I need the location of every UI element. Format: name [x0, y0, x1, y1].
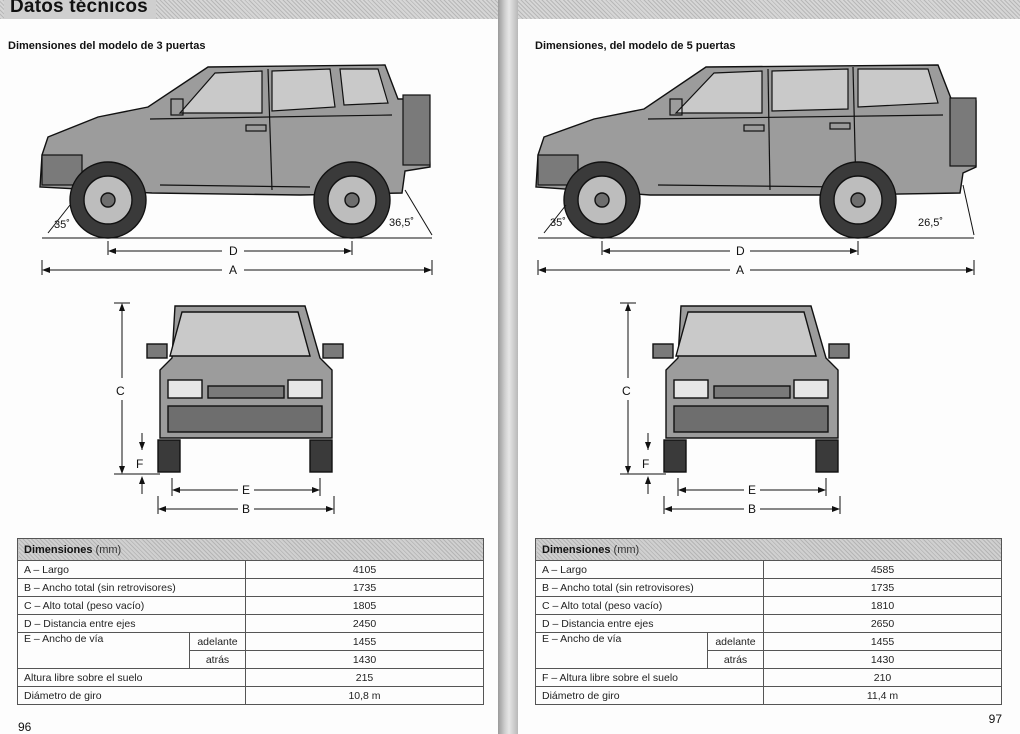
section-title-3-door: Dimensiones del modelo de 3 puertas [8, 40, 206, 52]
dimensions-table-5-door: Dimensiones (mm) A – Largo 4585 B – Anch… [534, 538, 1003, 705]
front-view-3-door-drawing: C F E B [114, 302, 344, 516]
dim-label-b: B [242, 502, 250, 516]
table-row: atrás 1430 [18, 650, 485, 669]
table-row: A – Largo 4585 [535, 560, 1003, 579]
table-header-row: Dimensiones (mm) [534, 538, 1003, 561]
row-label: Diámetro de giro [535, 686, 764, 705]
table-header-unit: (mm) [95, 543, 122, 556]
header-band-right [518, 0, 1020, 19]
row-value: 1455 [762, 632, 1003, 651]
table-header-row: Dimensiones (mm) [16, 538, 485, 561]
row-label: A – Largo [17, 560, 246, 579]
row-value: 215 [244, 668, 485, 687]
left-page: Datos técnicos Dimensiones del modelo de… [0, 0, 498, 734]
row-value: 11,4 m [762, 686, 1003, 705]
table-row: E – Ancho de vía adelante 1455 [17, 632, 485, 669]
right-page: Dimensiones, del modelo de 5 puertas [518, 0, 1020, 734]
row-sublabel: atrás [189, 650, 246, 669]
front-angle-label: 35˚ [550, 217, 566, 229]
table-row: B – Ancho total (sin retrovisores) 1735 [535, 578, 1003, 597]
table-header: Dimensiones (mm) [534, 538, 1003, 561]
table-header-title: Dimensiones [24, 543, 93, 556]
dim-label-d: D [736, 244, 745, 258]
row-value: 4585 [762, 560, 1003, 579]
row-value: 4105 [244, 560, 485, 579]
rear-angle-label: 26,5˚ [918, 217, 943, 229]
front-view-5-door-drawing: C F E B [620, 302, 850, 516]
row-value: 1735 [762, 578, 1003, 597]
header-band: Datos técnicos [0, 0, 498, 19]
row-value: 10,8 m [244, 686, 485, 705]
table-row: C – Alto total (peso vacío) 1810 [535, 596, 1003, 615]
row-sublabel: adelante [707, 632, 764, 651]
dim-label-b: B [748, 502, 756, 516]
table-header-unit: (mm) [613, 543, 640, 556]
rear-angle-label: 36,5˚ [389, 217, 414, 229]
row-label: A – Largo [535, 560, 764, 579]
row-value: 2450 [244, 614, 485, 633]
row-label: D – Distancia entre ejes [535, 614, 764, 633]
row-value: 1455 [244, 632, 485, 651]
dim-label-f: F [136, 457, 143, 471]
table-row: A – Largo 4105 [17, 560, 485, 579]
table-row: Altura libre sobre el suelo 215 [17, 668, 485, 687]
row-label: C – Alto total (peso vacío) [535, 596, 764, 615]
dim-label-f: F [642, 457, 649, 471]
dim-label-c: C [116, 384, 125, 398]
table-row: F – Altura libre sobre el suelo 210 [535, 668, 1003, 687]
dim-label-e: E [748, 483, 756, 497]
row-label: Altura libre sobre el suelo [17, 668, 246, 687]
table-row: D – Distancia entre ejes 2650 [535, 614, 1003, 633]
page-title: Datos técnicos [4, 0, 156, 19]
row-sublabel: adelante [189, 632, 246, 651]
row-label: F – Altura libre sobre el suelo [535, 668, 764, 687]
dim-label-a: A [229, 263, 237, 277]
table-row: E – Ancho de vía adelante 1455 [535, 632, 1003, 669]
table-header-title: Dimensiones [542, 543, 611, 556]
page-number-right: 97 [988, 712, 1002, 726]
row-value: 1810 [762, 596, 1003, 615]
row-label: D – Distancia entre ejes [17, 614, 246, 633]
table-row: B – Ancho total (sin retrovisores) 1735 [17, 578, 485, 597]
row-label: E – Ancho de vía [17, 632, 190, 669]
row-label: C – Alto total (peso vacío) [17, 596, 246, 615]
table-row: Diámetro de giro 11,4 m [535, 686, 1003, 705]
row-label: Diámetro de giro [17, 686, 246, 705]
page-number-left: 96 [18, 720, 32, 734]
row-value: 2650 [762, 614, 1003, 633]
table-row: atrás 1430 [536, 650, 1003, 669]
table-header: Dimensiones (mm) [16, 538, 485, 561]
row-sublabel: atrás [707, 650, 764, 669]
dimensions-table-3-door: Dimensiones (mm) A – Largo 4105 B – Anch… [16, 538, 485, 705]
dim-label-c: C [622, 384, 631, 398]
dim-label-d: D [229, 244, 238, 258]
row-value: 1805 [244, 596, 485, 615]
row-value: 1735 [244, 578, 485, 597]
dim-label-e: E [242, 483, 250, 497]
table-row: C – Alto total (peso vacío) 1805 [17, 596, 485, 615]
row-label: B – Ancho total (sin retrovisores) [535, 578, 764, 597]
front-angle-label: 35˚ [54, 219, 70, 231]
section-title-5-door: Dimensiones, del modelo de 5 puertas [535, 40, 736, 52]
side-view-3-door-drawing: D A 35˚ 36,5˚ [39, 64, 433, 277]
table-row: Diámetro de giro 10,8 m [17, 686, 485, 705]
row-value: 1430 [244, 650, 485, 669]
book-gutter [498, 0, 518, 734]
row-value: 1430 [762, 650, 1003, 669]
side-view-5-door-drawing: D A 35˚ 26,5˚ [535, 64, 977, 277]
table-row: D – Distancia entre ejes 2450 [17, 614, 485, 633]
row-value: 210 [762, 668, 1003, 687]
row-label: E – Ancho de vía [535, 632, 708, 669]
row-label: B – Ancho total (sin retrovisores) [17, 578, 246, 597]
dim-label-a: A [736, 263, 744, 277]
